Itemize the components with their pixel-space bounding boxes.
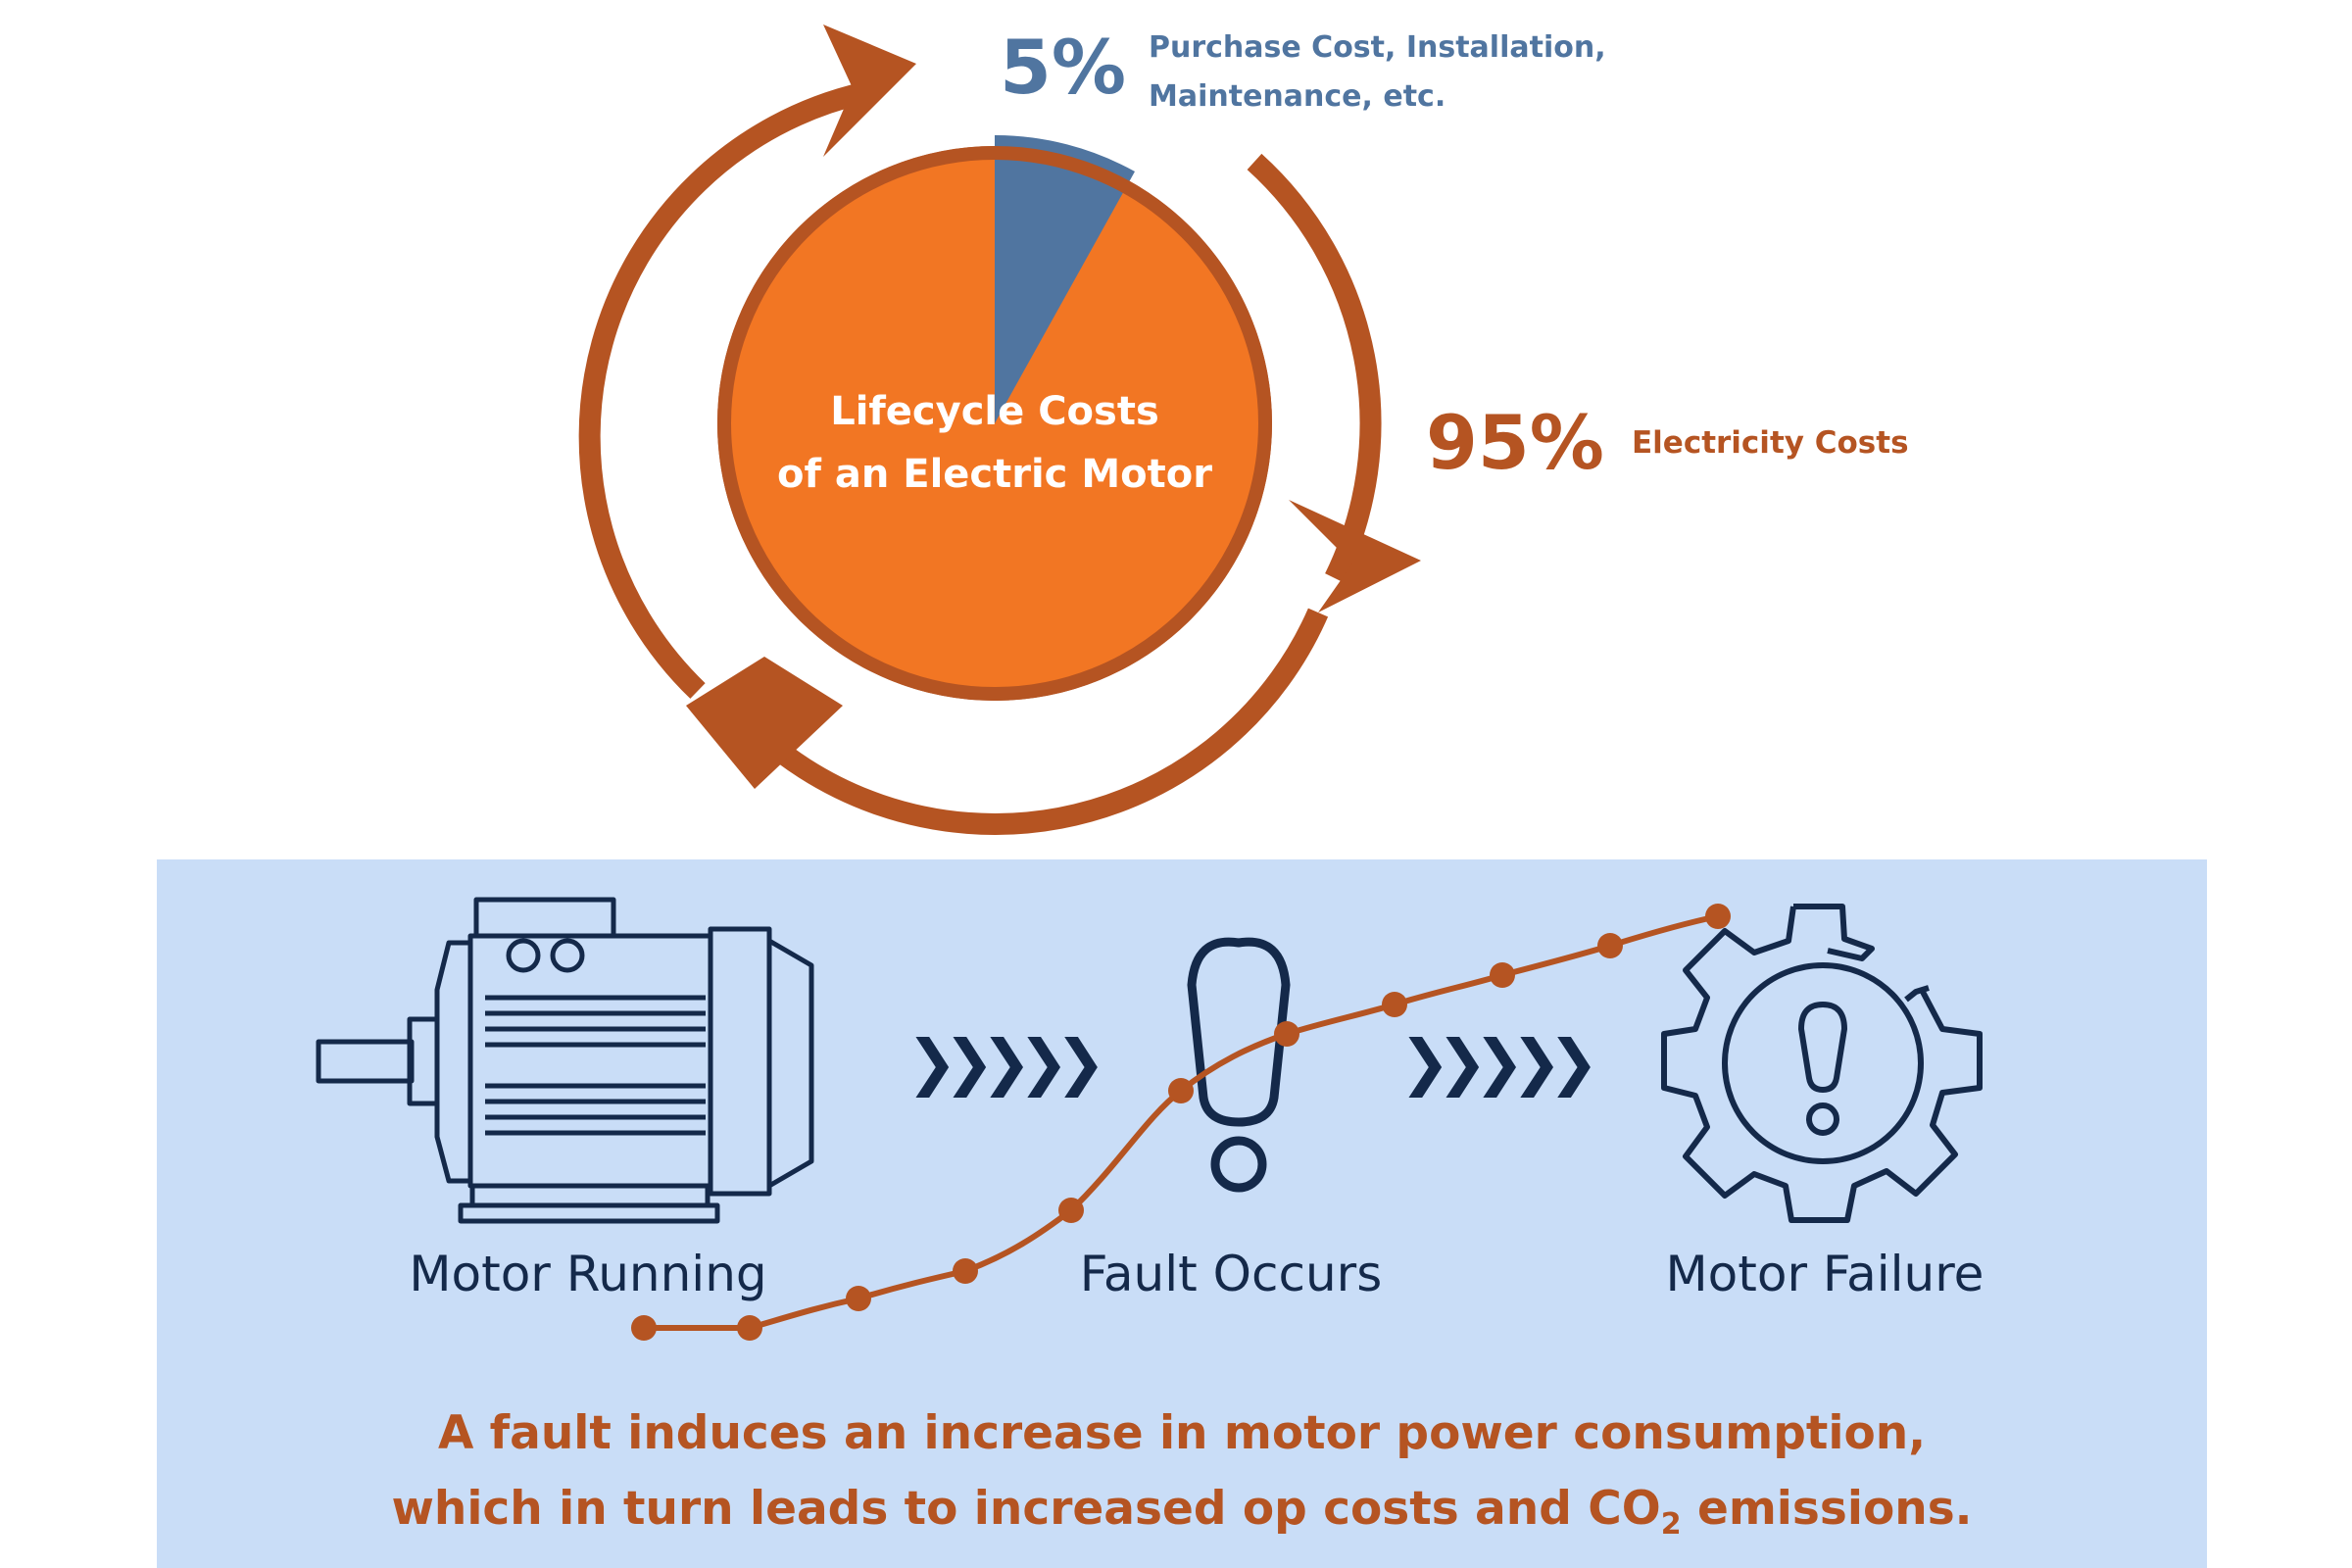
arrowhead-right [1289,500,1421,612]
lifecycle-cost-pie: Lifecycle Costs of an Electric Motor [717,134,1272,701]
curve-point [1705,904,1731,929]
cycle-arrow-bottom [737,608,1329,835]
electric-motor-icon [316,897,814,1224]
caption-line2-prefix: which in turn leads to increased op cost… [391,1482,1660,1536]
cycle-arrows [578,82,1382,835]
curve-point [737,1315,762,1341]
process-panel [157,859,2207,1568]
step-label-motor-failure: Motor Failure [1666,1246,1984,1302]
slice-electricity-percent: 95% [1426,399,1604,486]
curve-point [1597,933,1623,958]
curve-point [1274,1021,1299,1047]
curve-point [1058,1198,1084,1223]
slice-purchase-description-line2: Maintenance, etc. [1149,79,1446,114]
caption-line1: A fault induces an increase in motor pow… [438,1406,1926,1460]
chevrons-1: ❯❯❯❯❯ [906,1026,1099,1098]
cycle-arrow-right [1247,153,1382,583]
curve-point [1168,1078,1194,1103]
slice-purchase-description-line1: Purchase Cost, Installation, [1149,30,1606,65]
slice-purchase-percent: 5% [1000,24,1126,111]
curve-point [631,1315,657,1341]
caption-line2-suffix: emissions. [1682,1482,1973,1536]
slice-electricity-description: Electricity Costs [1632,425,1909,461]
pie-slice-purchase [995,134,1135,423]
curve-point [953,1258,978,1284]
caption-co2-subscript: 2 [1661,1507,1682,1542]
curve-point [846,1286,871,1311]
curve-line [644,913,1719,1331]
pie-center-title-line1: Lifecycle Costs [830,389,1159,434]
step-label-motor-running: Motor Running [409,1246,766,1302]
cycle-arrow-left [578,82,865,699]
exclamation-icon [1187,937,1291,1193]
curve-point [1382,992,1407,1017]
pie-center-title-line2: of an Electric Motor [777,452,1212,497]
chevrons-2: ❯❯❯❯❯ [1399,1026,1592,1098]
power-consumption-curve [631,904,1731,1341]
curve-point [1490,962,1515,988]
broken-gear-warning-icon [1661,904,1983,1223]
step-label-fault-occurs: Fault Occurs [1080,1246,1383,1302]
arrowhead-top [823,24,916,157]
caption-line2: which in turn leads to increased op cost… [391,1482,1972,1542]
arrowhead-bottom [686,657,843,789]
